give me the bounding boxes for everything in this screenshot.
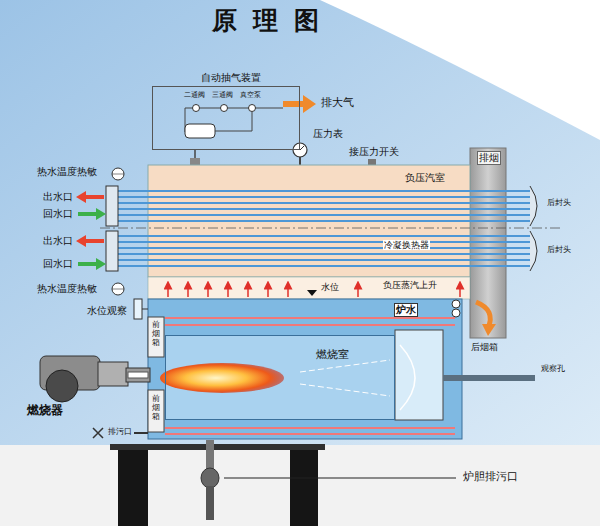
part-label: 炉水 — [394, 303, 418, 317]
node-label: 自动抽气装置 — [201, 72, 261, 84]
part-label: 回水口 — [42, 208, 74, 220]
part-label: 压力表 — [312, 128, 344, 140]
part-label: 三通阀 — [211, 91, 234, 99]
part-label: 热水温度热敏 — [36, 283, 98, 295]
part-label: 热水温度热敏 — [36, 166, 98, 178]
node-label: 燃烧室 — [316, 348, 349, 361]
part-label: 炉胆排污口 — [462, 471, 519, 484]
part-label: 排大气 — [320, 97, 355, 110]
part-label: 水位 — [320, 282, 340, 292]
part-label: 排烟 — [477, 151, 501, 165]
part-label: 真空泵 — [239, 91, 262, 99]
part-label: 冷凝换热器 — [383, 240, 430, 250]
part-label: 二通阀 — [183, 91, 206, 99]
diagram-title: 原理图 — [212, 4, 335, 37]
vertical-label: 前烟箱 — [152, 321, 160, 347]
part-label: 回水口 — [42, 258, 74, 270]
part-label: 后封头 — [546, 198, 572, 207]
vertical-label: 前烟箱 — [152, 395, 160, 421]
combustion-chamber: 燃烧室 — [165, 335, 395, 420]
part-label: 观察孔 — [540, 364, 566, 373]
part-label: 负压汽室 — [404, 172, 446, 184]
part-label: 负压蒸汽上升 — [382, 280, 438, 290]
part-label: 后烟箱 — [470, 342, 499, 352]
part-label: 水位观察 — [86, 305, 128, 317]
part-label: 出水口 — [42, 235, 74, 247]
part-label: 燃烧器 — [26, 404, 64, 418]
part-label: 接压力开关 — [348, 146, 400, 158]
part-label: 排污口 — [107, 427, 133, 436]
part-label: 出水口 — [42, 191, 74, 203]
part-label: 后封头 — [546, 245, 572, 254]
